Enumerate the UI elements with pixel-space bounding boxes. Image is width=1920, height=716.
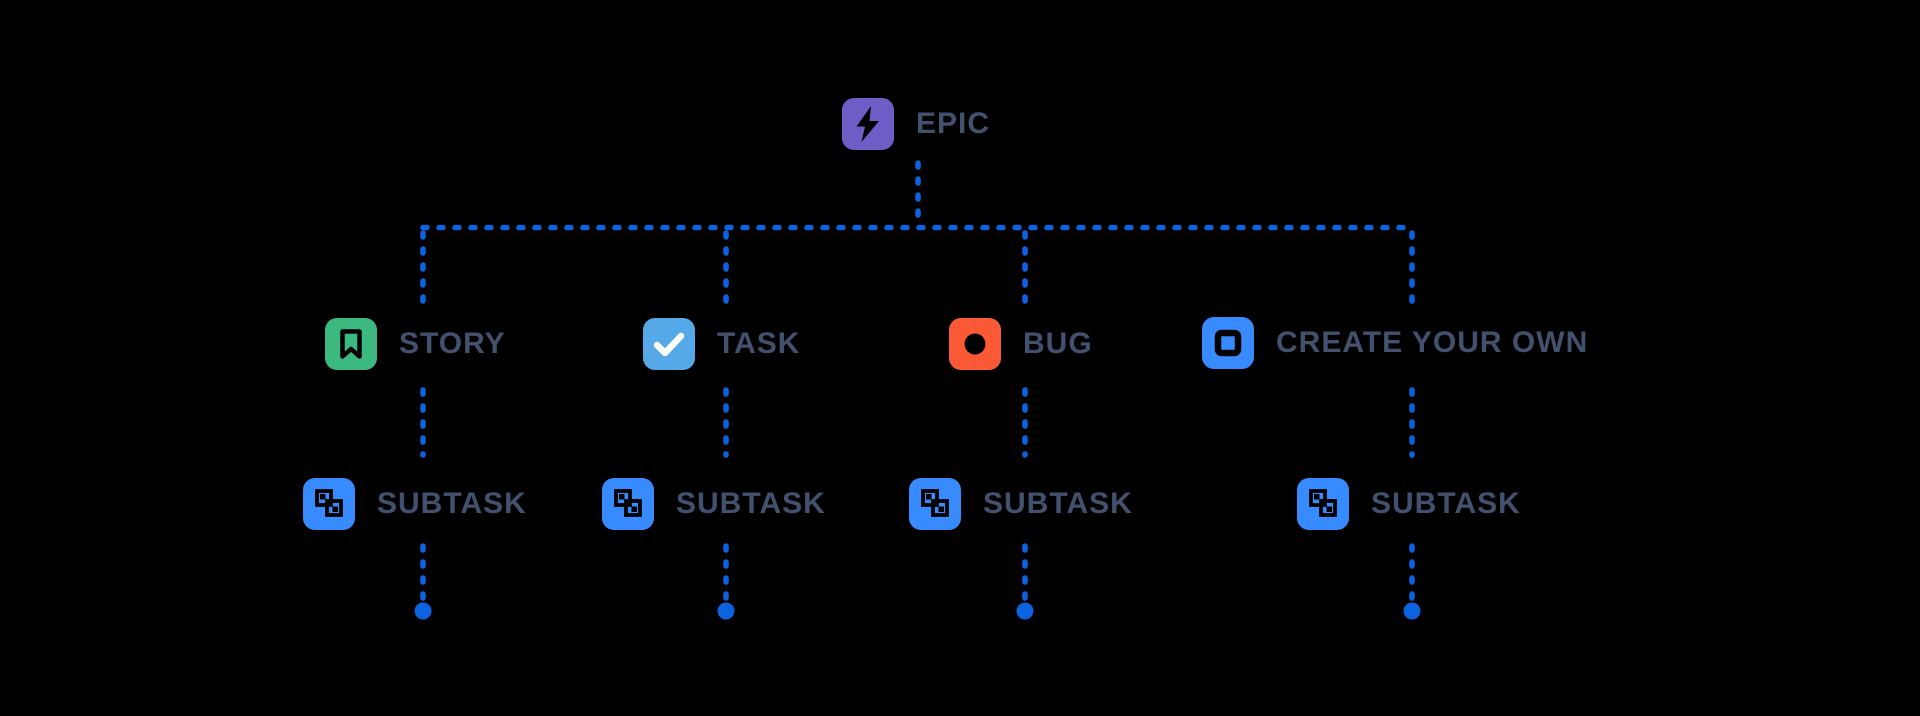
subtask-icon bbox=[602, 478, 654, 530]
subtask-icon bbox=[303, 478, 355, 530]
endpoint-dot-3 bbox=[1016, 602, 1034, 620]
subtask-node-4: SUBTASK bbox=[1297, 478, 1521, 530]
bug-node: BUG bbox=[949, 318, 1093, 370]
subtask-label: SUBTASK bbox=[1371, 487, 1521, 520]
create-your-own-label: CREATE YOUR OWN bbox=[1276, 326, 1589, 359]
subtask-node-3: SUBTASK bbox=[909, 478, 1133, 530]
subtask-icon bbox=[909, 478, 961, 530]
subtask-node-2: SUBTASK bbox=[602, 478, 826, 530]
create-your-own-square-icon bbox=[1202, 317, 1254, 369]
subtask-label: SUBTASK bbox=[676, 487, 826, 520]
epic-label: EPIC bbox=[916, 107, 991, 140]
epic-node: EPIC bbox=[842, 98, 990, 150]
task-node: TASK bbox=[643, 318, 800, 370]
story-bookmark-icon bbox=[325, 318, 377, 370]
bug-circle-icon bbox=[949, 318, 1001, 370]
story-node: STORY bbox=[325, 318, 506, 370]
epic-bolt-icon bbox=[842, 98, 894, 150]
endpoint-dot-4 bbox=[1403, 602, 1421, 620]
subtask-label: SUBTASK bbox=[377, 487, 527, 520]
subtask-label: SUBTASK bbox=[983, 487, 1133, 520]
create-your-own-node: CREATE YOUR OWN bbox=[1202, 317, 1588, 369]
subtask-icon bbox=[1297, 478, 1349, 530]
endpoint-dot-1 bbox=[414, 602, 432, 620]
endpoint-dot-2 bbox=[717, 602, 735, 620]
bug-label: BUG bbox=[1023, 327, 1093, 360]
task-check-icon bbox=[643, 318, 695, 370]
task-label: TASK bbox=[717, 327, 801, 360]
subtask-node-1: SUBTASK bbox=[303, 478, 527, 530]
story-label: STORY bbox=[399, 327, 506, 360]
